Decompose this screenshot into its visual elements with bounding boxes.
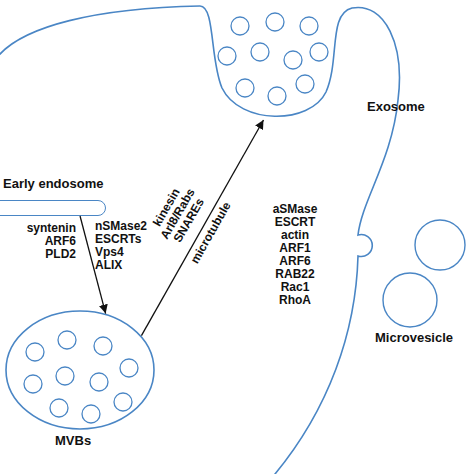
node-label: Microvesicle (375, 331, 453, 345)
vesicle (300, 17, 318, 35)
vesicle (56, 367, 74, 385)
protein-list: syntenin ARF6 PLD2 (27, 222, 76, 261)
shape-outline (5, 310, 155, 430)
vesicle-group: Microvesicle (385, 215, 470, 327)
protein-list: aSMase ESCRT actin ARF1 ARF6 RAB22 Rac1 … (273, 203, 318, 307)
shape-outline (205, 8, 335, 120)
vesicle (82, 405, 100, 423)
mvb-ellipse: MVBs (5, 310, 155, 430)
vesicle (266, 13, 284, 31)
vesicle (90, 373, 108, 391)
vesicle (114, 393, 132, 411)
vesicle (268, 87, 286, 105)
node-label: Early endosome (3, 177, 103, 191)
endosome-capsule: Early endosome (0, 200, 106, 216)
vesicle (94, 337, 112, 355)
vesicle (120, 359, 138, 377)
shape-outline (385, 215, 470, 327)
vesicle-group: Exosome (205, 8, 335, 120)
vesicle (231, 17, 249, 35)
node-label: Exosome (367, 100, 425, 114)
vesicle (218, 47, 236, 65)
vesicle (58, 331, 76, 349)
edge-label: nSMase2 ESCRTs Vps4 ALIX (95, 220, 147, 272)
vesicle (251, 43, 269, 61)
vesicle (284, 51, 302, 69)
node-label: MVBs (55, 434, 91, 448)
vesicle (26, 343, 44, 361)
vesicle (310, 43, 328, 61)
vesicle (50, 399, 68, 417)
vesicle (24, 375, 42, 393)
vesicle (296, 75, 314, 93)
mvb-membrane (6, 311, 154, 429)
microvesicle-circle (415, 220, 465, 270)
cell-membrane (0, 6, 399, 474)
process-arrow (80, 216, 106, 314)
vesicle (236, 79, 254, 97)
microvesicle-circle (383, 273, 437, 327)
process-arrow (141, 120, 263, 336)
